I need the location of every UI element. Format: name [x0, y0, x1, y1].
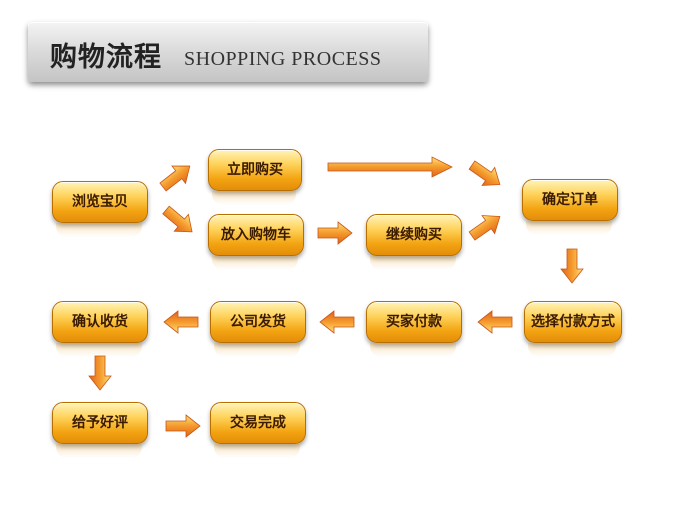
header-title-en: SHOPPING PROCESS — [184, 48, 382, 70]
arrow-buynow-long — [327, 156, 453, 178]
node-reflection — [214, 343, 300, 357]
node-reflection — [370, 256, 456, 270]
node-reflection — [528, 343, 616, 357]
node-deal-done: 交易完成 — [210, 402, 306, 444]
node-confirm-receipt: 确认收货 — [52, 301, 148, 343]
arrow-confirm-to-payment — [560, 248, 584, 284]
node-continue-buy: 继续购买 — [366, 214, 462, 256]
arrow-receipt-to-review — [88, 355, 112, 391]
arrow-cart-to-continue — [317, 221, 353, 245]
node-buy-now: 立即购买 — [208, 149, 302, 191]
header-title-cn: 购物流程 — [50, 42, 162, 73]
node-reflection — [56, 444, 142, 458]
node-reflection — [214, 444, 300, 458]
node-company-ship: 公司发货 — [210, 301, 306, 343]
arrow-to-confirm-from-top — [465, 155, 507, 195]
node-reflection — [56, 223, 142, 237]
arrow-continue-to-confirm — [465, 206, 507, 246]
arrow-buyerpay-to-ship — [319, 310, 355, 334]
node-confirm-order: 确定订单 — [522, 179, 618, 221]
node-add-cart: 放入购物车 — [208, 214, 304, 256]
arrow-browse-to-cart — [158, 201, 200, 241]
node-reflection — [212, 191, 296, 205]
node-choose-payment: 选择付款方式 — [524, 301, 622, 343]
header-banner: 购物流程 SHOPPING PROCESS — [28, 22, 428, 82]
node-give-review: 给予好评 — [52, 402, 148, 444]
node-reflection — [56, 343, 142, 357]
node-reflection — [370, 343, 456, 357]
arrow-payment-to-buyerpay — [477, 310, 513, 334]
node-reflection — [212, 256, 298, 270]
arrow-browse-to-buynow — [155, 156, 198, 197]
node-reflection — [526, 221, 612, 235]
arrow-ship-to-receipt — [163, 310, 199, 334]
node-buyer-pay: 买家付款 — [366, 301, 462, 343]
arrow-review-to-done — [165, 414, 201, 438]
node-browse: 浏览宝贝 — [52, 181, 148, 223]
